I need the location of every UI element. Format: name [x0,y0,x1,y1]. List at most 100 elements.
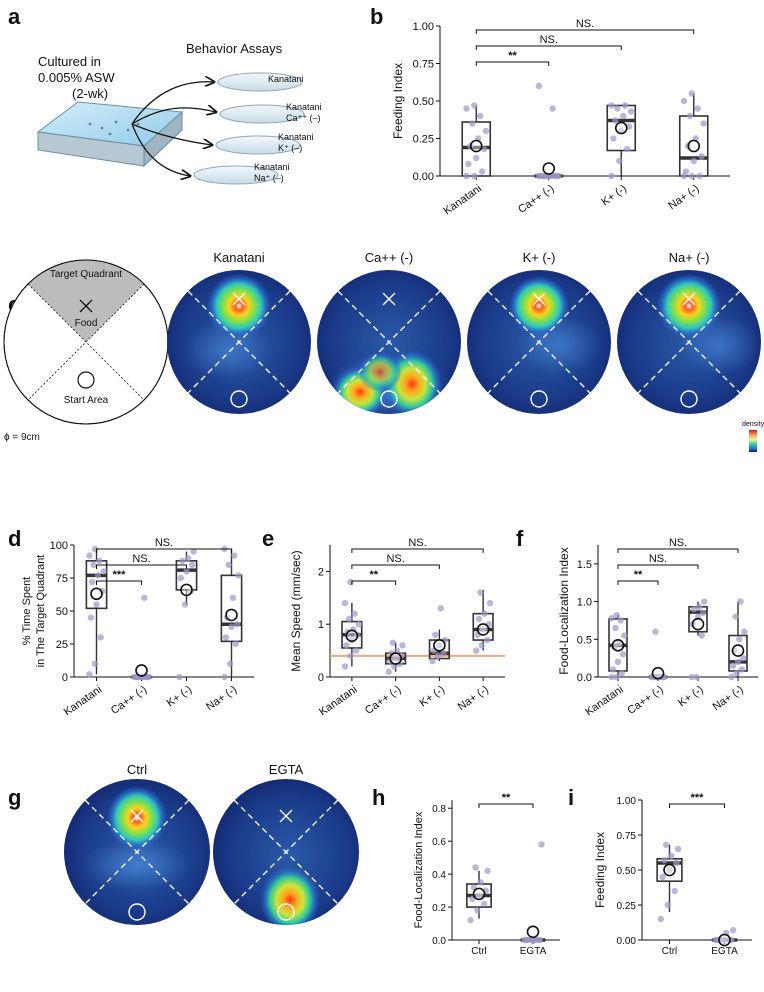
data-point [693,673,700,681]
y-tick-label: 25 [56,639,68,651]
data-point [734,658,742,666]
heatmap-egta [213,779,359,925]
significance-label: ** [634,569,643,581]
data-point [608,172,615,180]
data-point [691,605,698,613]
x-tick-label: Kanatani [62,684,104,719]
data-point [86,671,93,678]
data-point [737,598,744,605]
significance-bracket [669,803,725,808]
data-point [696,172,703,180]
data-point [389,639,397,646]
data-point [391,663,398,670]
data-point [392,655,399,662]
significance-label: NS. [649,553,667,565]
panel-letter-d: d [8,526,21,551]
mean-marker [691,617,705,631]
data-point [666,866,673,874]
significance-label: NS. [669,537,687,549]
y-tick-label: 0 [318,672,324,684]
data-point [225,561,232,568]
significance-label: NS. [155,537,173,549]
data-point [472,864,479,871]
heatmap-ctrl [64,779,210,925]
data-point [620,112,627,120]
y-tick-label: 50 [56,606,68,618]
mean-marker [345,629,359,643]
data-point [613,611,620,619]
data-point [482,127,490,135]
data-point [621,102,629,109]
data-point [469,120,476,127]
panel-a-schematic: Cultured in 0.005% ASW (2-wk) Behavior A… [36,41,322,185]
y-tick-label: 1 [318,619,324,631]
data-point [623,145,631,153]
assays-title: Behavior Assays [186,41,283,56]
data-point [91,660,99,667]
data-point [471,102,478,109]
x-tick-label: Na+ (-) [456,684,491,714]
data-point [696,603,703,611]
data-point [479,626,487,633]
panel-c-heatmaps: Kanatani Ca++ (-) K+ (-) Na+ (-) [167,250,764,452]
y-tick-label: 0 [62,672,68,684]
culture-tank [36,101,184,168]
data-point [396,660,403,667]
data-point [555,172,562,180]
mean-marker [718,933,731,947]
significance-label: NS. [576,18,594,30]
x-tick-label: K+ (-) [165,684,195,710]
assay-arrows [131,82,216,176]
data-point [465,160,472,168]
y-tick-label: 1.5 [577,559,592,571]
y-axis-label: Food-Localization Index [557,547,571,674]
data-point [524,936,532,944]
data-point [618,670,625,677]
data-point [481,610,488,617]
data-point [343,642,350,649]
data-point [471,172,478,180]
data-point [229,594,237,601]
y-tick-label: 0.2 [432,903,446,914]
colorbar-label: density [742,421,764,428]
heatmap-title-egta: EGTA [269,762,304,777]
data-point [434,652,442,660]
data-point [475,892,483,899]
data-point [141,594,148,601]
data-point [608,673,615,681]
data-point [351,610,358,617]
data-point [616,157,623,165]
data-point [341,663,349,670]
dish-sub-3: K⁺ (–) [278,143,302,153]
data-point [729,927,737,934]
y-tick-label: 0.0 [432,936,446,947]
data-point [345,615,353,623]
data-point [538,841,545,848]
x-tick-label: EGTA [520,946,547,957]
x-tick-label: Ca++ (-) [363,684,403,717]
significance-bracket [96,548,232,553]
data-point [476,112,484,120]
data-point [222,634,230,641]
data-point [668,852,675,860]
data-point [86,552,93,559]
y-tick-label: 1.00 [413,21,434,33]
mean-marker [614,121,628,135]
y-tick-label: 0.25 [617,901,637,912]
data-point [536,936,544,944]
dish-k-minus: Kanatani K⁺ (–) [215,132,314,155]
heatmap-k [467,270,611,414]
y-axis-label: in The Target Quadrant [35,555,47,668]
significance-bracket [475,29,695,34]
data-point [231,552,238,559]
panel-c-schematic: Target Quadrant Food Start Area ϕ = 9cm [3,259,169,443]
data-point [610,135,617,142]
data-point [94,572,102,579]
mean-marker [225,608,238,622]
data-point [355,621,362,628]
heatmap-title-k: K+ (-) [523,250,556,265]
food-cross-icons [232,292,696,306]
